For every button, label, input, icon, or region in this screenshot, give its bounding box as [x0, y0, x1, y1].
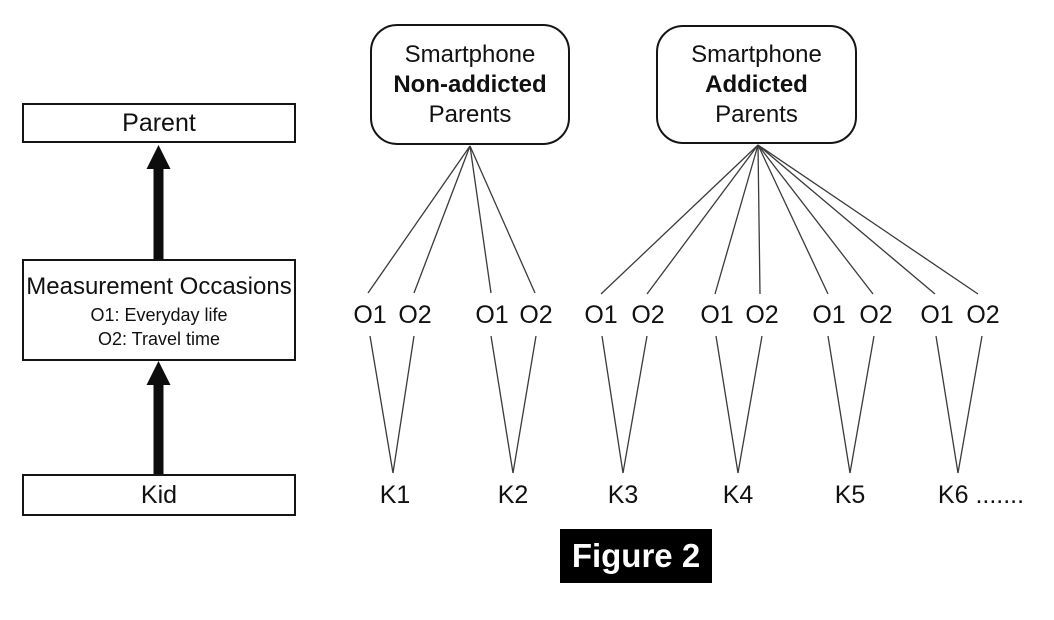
kid-label-k3: K3	[607, 481, 639, 509]
group-addicted-line2: Addicted	[705, 70, 808, 98]
group-box-nonaddicted-parents: Smartphone Non-addicted Parents	[370, 24, 570, 145]
occasion-label-7: O1	[700, 301, 734, 329]
kid-label-k6: K6 .......	[937, 481, 1025, 509]
group-addicted-line1: Smartphone	[691, 40, 822, 68]
kid-label-k2: K2	[497, 481, 529, 509]
arrow-up-kid-to-measurement	[146, 361, 171, 475]
kid-box-label: Kid	[140, 480, 178, 509]
kid-label-k4: K4	[722, 481, 754, 509]
kid-label-k1: K1	[379, 481, 411, 509]
occasion-label-5: O1	[584, 301, 618, 329]
arrow-up-measurement-to-parent	[146, 145, 171, 260]
occasion-to-kid-lines	[369, 335, 983, 474]
figure-caption-text: Figure 2	[571, 537, 701, 574]
group-nonaddicted-line1: Smartphone	[404, 40, 536, 68]
group-addicted-line3: Parents	[715, 100, 798, 128]
measurement-occasions-box: Measurement Occasions O1: Everyday life …	[22, 259, 296, 361]
occasion-label-8: O2	[745, 301, 779, 329]
group-nonaddicted-line2: Non-addicted	[393, 70, 547, 98]
measurement-occasion-1-label: O1: Everyday life	[90, 305, 228, 325]
group-box-addicted-parents: Smartphone Addicted Parents	[656, 25, 857, 144]
measurement-occasions-title: Measurement Occasions	[26, 273, 292, 300]
occasion-label-2: O2	[398, 301, 432, 329]
occasion-label-12: O2	[966, 301, 1000, 329]
occasion-label-1: O1	[353, 301, 387, 329]
kid-box: Kid	[22, 474, 296, 516]
occasion-label-9: O1	[812, 301, 846, 329]
parent-box: Parent	[22, 103, 296, 143]
fan-addicted	[600, 144, 979, 295]
measurement-occasion-2-label: O2: Travel time	[97, 329, 221, 349]
occasion-label-6: O2	[631, 301, 665, 329]
group-nonaddicted-line3: Parents	[428, 100, 512, 128]
figure-caption: Figure 2	[560, 529, 712, 583]
occasion-label-10: O2	[859, 301, 893, 329]
occasion-label-4: O2	[519, 301, 553, 329]
occasion-label-11: O1	[920, 301, 954, 329]
parent-box-label: Parent	[122, 108, 196, 137]
fan-nonaddicted	[367, 145, 536, 294]
occasion-label-3: O1	[475, 301, 509, 329]
kid-label-k5: K5	[834, 481, 866, 509]
